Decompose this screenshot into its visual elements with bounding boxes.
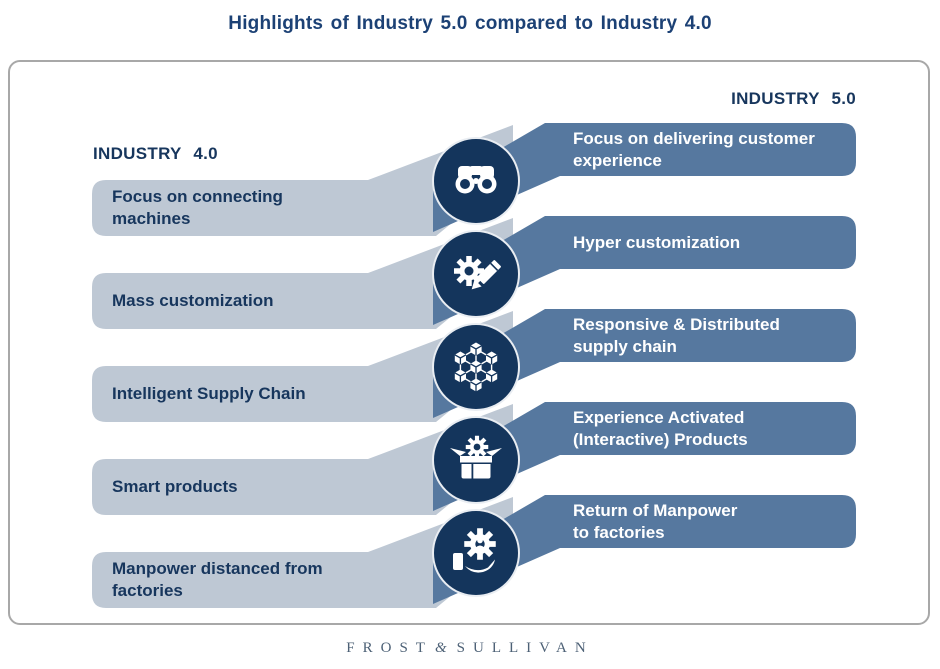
right-item-label-1: Focus on delivering customer experience xyxy=(545,123,856,176)
label-line: Manpower distanced from xyxy=(112,559,323,578)
ribbon-left-1 xyxy=(92,125,513,236)
left-item-label-1: Focus on connecting machines xyxy=(92,180,438,236)
ribbon-right-5 xyxy=(433,495,856,604)
right-item-label-5: Return of Manpower to factories xyxy=(545,495,856,548)
ribbon-graphics xyxy=(92,123,856,608)
ribbon-left-3 xyxy=(92,311,513,422)
label-line: Smart products xyxy=(112,477,238,496)
industry5-heading: INDUSTRY 5.0 xyxy=(731,89,856,108)
brand-ampersand: & xyxy=(434,640,447,656)
left-item-label-3: Intelligent Supply Chain xyxy=(92,366,438,422)
right-item-label-3: Responsive & Distributed supply chain xyxy=(545,309,856,362)
gear-pencil-icon xyxy=(454,256,501,290)
binoculars-icon xyxy=(455,166,497,194)
diagram-box: INDUSTRY 4.0 INDUSTRY 5.0 Focus on conne… xyxy=(8,60,930,625)
label-line: supply chain xyxy=(573,336,677,356)
ribbon-right-3 xyxy=(433,309,856,418)
hand-gear-person-icon xyxy=(453,528,496,573)
left-item-label-2: Mass customization xyxy=(92,273,438,329)
cube-network-icon xyxy=(454,341,498,393)
brand-frost: FROST xyxy=(346,640,433,656)
ribbon-right-1 xyxy=(433,123,856,232)
label-line: experience xyxy=(573,150,662,170)
label-line: Mass customization xyxy=(112,291,274,310)
industry4-heading: INDUSTRY 4.0 xyxy=(93,144,218,163)
label-line: (Interactive) Products xyxy=(573,429,748,449)
label-line: Focus on connecting xyxy=(112,187,283,206)
ribbon-left-2 xyxy=(92,218,513,329)
right-item-label-4: Experience Activated (Interactive) Produ… xyxy=(545,402,856,455)
label-line: Focus on delivering customer xyxy=(573,128,815,148)
label-line: Responsive & Distributed xyxy=(573,314,780,334)
ribbon-left-4 xyxy=(92,404,513,515)
label-line: Return of Manpower xyxy=(573,500,738,520)
brand-footer: FROST&SULLIVAN xyxy=(0,640,940,657)
left-item-label-5: Manpower distanced from factories xyxy=(92,552,438,608)
ribbon-right-4 xyxy=(433,402,856,511)
label-line: machines xyxy=(112,209,191,228)
label-line: Experience Activated xyxy=(573,407,745,427)
left-item-label-4: Smart products xyxy=(92,459,438,515)
right-item-label-2: Hyper customization xyxy=(545,216,856,269)
brand-sullivan: SULLIVAN xyxy=(456,640,594,656)
ribbon-left-5 xyxy=(92,497,513,608)
label-line: to factories xyxy=(573,522,665,542)
page-title: Highlights of Industry 5.0 compared to I… xyxy=(228,13,712,34)
label-line: Hyper customization xyxy=(573,232,741,252)
diagram-canvas: INDUSTRY 4.0 INDUSTRY 5.0 Focus on conne… xyxy=(8,60,930,625)
open-box-gear-icon xyxy=(450,436,502,479)
label-line: factories xyxy=(112,581,183,600)
label-line: Intelligent Supply Chain xyxy=(112,384,306,403)
ribbon-right-2 xyxy=(433,216,856,325)
